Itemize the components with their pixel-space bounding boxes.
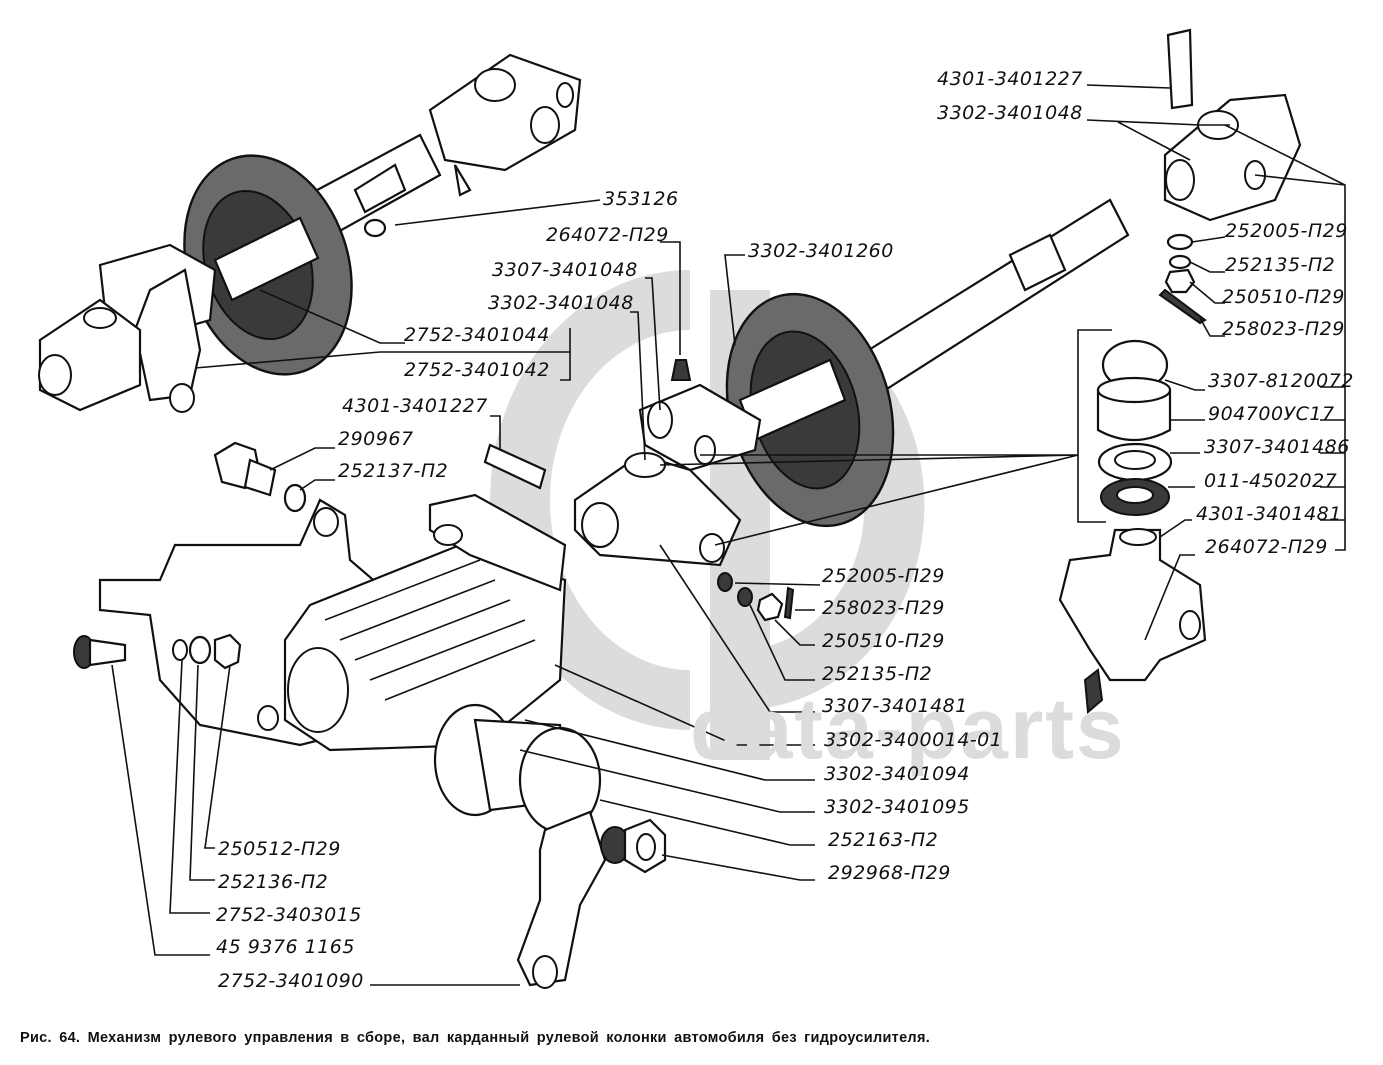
part-label: 252135-П2 [822,663,933,685]
part-label: 258023-П29 [822,597,945,619]
part-label: 3307-3401481 [822,695,968,717]
part-label: 45 9376 1165 [216,936,355,958]
part-label: 2752-3401042 [404,359,550,381]
leader-lines [111,84,1346,986]
part-label: 290967 [338,428,414,450]
steering-shaft-assembly-upper-left [38,53,582,413]
part-label: 3302-3401048 [488,292,634,314]
part-label: 353126 [603,188,679,210]
part-label: 264072-П29 [546,224,669,246]
part-label: 2752-3401044 [404,324,550,346]
part-label: 252163-П2 [828,829,939,851]
steering-gear-housing [73,441,667,989]
part-label: 3302-3401095 [824,796,970,818]
part-label: 3302-3401260 [748,240,894,262]
part-label: 3302-3401094 [824,763,970,785]
part-label: 252005-П29 [1225,220,1348,242]
part-label: 250510-П29 [1222,286,1345,308]
steering-shaft-assembly-center [483,198,1130,622]
part-label: 292968-П29 [828,862,951,884]
part-label: 4301-3401481 [1196,503,1342,525]
part-label: 3307-3401486 [1204,436,1350,458]
part-label: 3307-8120072 [1208,370,1354,392]
part-label: 4301-3401227 [342,395,488,417]
part-label: 4301-3401227 [937,68,1083,90]
part-label: 252137-П2 [338,460,449,482]
part-label: 3307-3401048 [492,259,638,281]
figure-caption: Рис. 64. Механизм рулевого управления в … [20,1030,931,1046]
part-label: 3302-3400014-01 [824,729,1003,751]
part-label: 258023-П29 [1222,318,1345,340]
part-label: 252005-П29 [822,565,945,587]
part-label: 011-4502027 [1204,470,1338,492]
part-label: 252136-П2 [218,871,329,893]
part-label: 264072-П29 [1205,536,1328,558]
part-label: 252135-П2 [1225,254,1336,276]
cross-bearing-assembly-right [1058,28,1302,715]
part-label: 3302-3401048 [937,102,1083,124]
part-label: 250512-П29 [218,838,341,860]
part-label: 904700УС17 [1208,403,1335,425]
part-label: 2752-3401090 [218,970,364,992]
part-label: 2752-3403015 [216,904,362,926]
watermark-text: data-parts [690,681,1126,777]
part-label: 250510-П29 [822,630,945,652]
